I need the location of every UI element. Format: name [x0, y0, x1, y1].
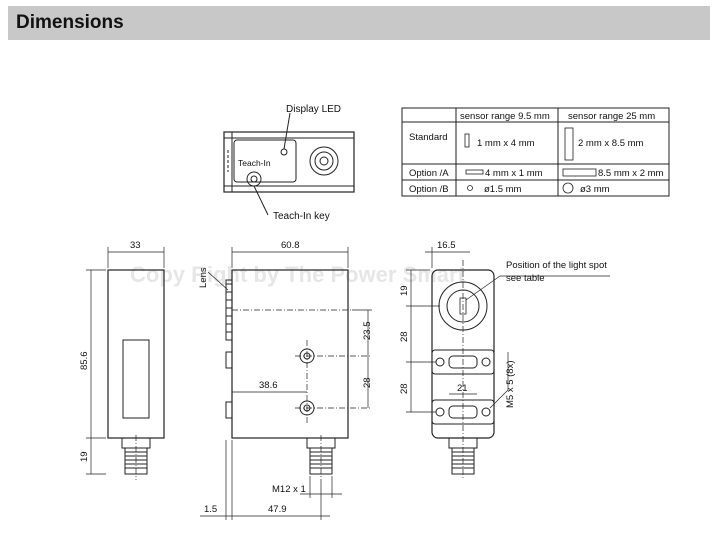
table-cell: ø1.5 mm: [484, 184, 522, 195]
table-row-label: Option /A: [409, 168, 449, 179]
dim-28-side: 28: [362, 377, 373, 388]
dim-side-width: 60.8: [281, 240, 300, 251]
front-view: 33 85.6 19: [79, 240, 165, 480]
section-header: Dimensions: [8, 6, 710, 40]
dim-28-back-b: 28: [399, 383, 410, 394]
dim-38-6: 38.6: [259, 380, 278, 391]
section-title: Dimensions: [16, 12, 124, 33]
top-view: Display LED Teach-In Teach-In key: [223, 104, 355, 222]
teach-in-key-label: Teach-In key: [273, 211, 330, 222]
table-row-label: Standard: [409, 132, 448, 143]
table-cell: 1 mm x 4 mm: [477, 138, 535, 149]
light-spot-table: sensor range 9.5 mm sensor range 25 mm S…: [401, 107, 670, 197]
display-led-icon: [280, 148, 288, 156]
lens-label: Lens: [198, 267, 209, 288]
dim-16-5: 16.5: [437, 240, 456, 251]
table-header-col1: sensor range 9.5 mm: [460, 111, 550, 122]
table-cell: 2 mm x 8.5 mm: [578, 138, 644, 149]
table-cell: 8.5 mm x 2 mm: [598, 168, 664, 179]
dim-front-connector: 19: [79, 451, 90, 462]
back-view: 16.5 Position of the light spot see tabl…: [399, 240, 610, 480]
teach-in-key-icon: [246, 171, 262, 187]
table-cell: 4 mm x 1 mm: [485, 168, 543, 179]
light-spot-label-line1: Position of the light spot: [506, 260, 607, 271]
watermark-text: Copy Right by The Power Smart: [130, 262, 466, 287]
dim-21: 21: [457, 383, 468, 394]
dim-front-height: 85.6: [79, 352, 90, 371]
mount-thread-label: M5 x 5 (8x): [505, 360, 516, 408]
light-spot-label-line2: see table: [506, 273, 545, 284]
dim-front-width: 33: [130, 240, 141, 251]
dim-28-back-a: 28: [399, 331, 410, 342]
dim-19-back: 19: [399, 285, 410, 296]
display-led-label: Display LED: [286, 104, 341, 115]
dim-1-5: 1.5: [204, 504, 217, 515]
dim-47-9: 47.9: [268, 504, 287, 515]
table-cell: ø3 mm: [580, 184, 610, 195]
dim-23-5: 23.5: [362, 322, 373, 341]
thread-label: M12 x 1: [272, 484, 306, 495]
table-row-label: Option /B: [409, 184, 449, 195]
table-header-col2: sensor range 25 mm: [568, 111, 655, 122]
teach-in-label: Teach-In: [238, 158, 271, 168]
side-view: Lens 60.8 23.5 28 38.6 M12 x 1: [198, 240, 373, 520]
